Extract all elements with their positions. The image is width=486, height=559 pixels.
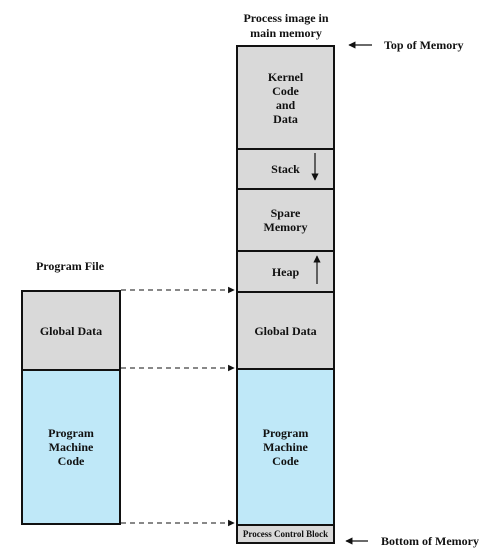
program-file-box: Global Data Program Machine Code xyxy=(21,290,121,525)
stack-segment: Stack xyxy=(238,148,333,188)
stack-label: Stack xyxy=(271,162,300,176)
heap-segment: Heap xyxy=(238,250,333,291)
global-data-segment: Global Data xyxy=(238,291,333,368)
spare-memory-segment: Spare Memory xyxy=(238,188,333,250)
memory-column: Kernel Code and Data Stack Spare Memory … xyxy=(236,45,335,544)
memory-title: Process image in main memory xyxy=(243,11,329,40)
program-file-global-data: Global Data xyxy=(23,292,119,369)
bottom-of-memory-label: Bottom of Memory xyxy=(381,534,479,548)
kernel-segment: Kernel Code and Data xyxy=(238,47,333,148)
heap-label: Heap xyxy=(271,264,300,279)
top-of-memory-label: Top of Memory xyxy=(384,38,464,52)
program-file-machine-code: Program Machine Code xyxy=(23,369,119,523)
process-control-block-segment: Process Control Block xyxy=(238,524,333,542)
program-file-title: Program File xyxy=(35,259,105,273)
machine-code-segment: Program Machine Code xyxy=(238,368,333,524)
